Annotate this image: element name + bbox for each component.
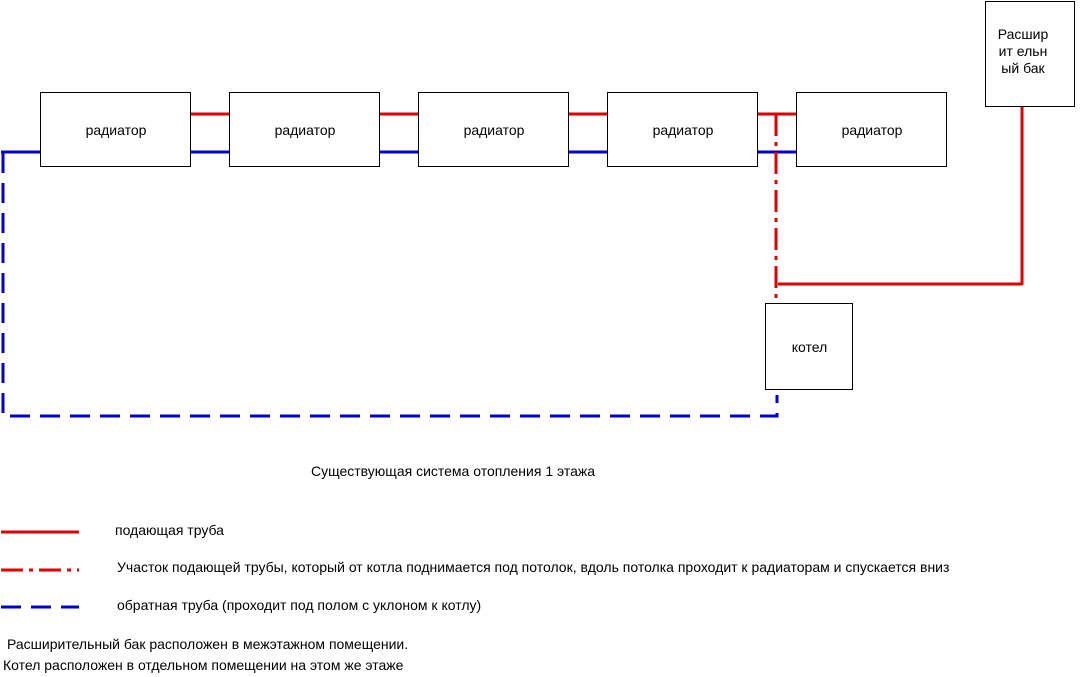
expansion-tank-box (985, 1, 1075, 107)
radiator-label-2: радиатор (274, 121, 336, 138)
radiator-label-5: радиатор (841, 121, 903, 138)
supply-pipes (190, 107, 1024, 286)
radiator-box-4 (607, 92, 758, 167)
diagram-caption: Существующая система отопления 1 этажа (311, 463, 596, 479)
legend-swatches (1, 530, 79, 609)
legend-text-return: обратная труба (проходит под полом с укл… (117, 597, 482, 613)
radiator-label-3: радиатор (463, 121, 525, 138)
boiler-label: котел (791, 338, 828, 355)
legend-text-riser: Участок подающей трубы, который от котла… (117, 559, 950, 575)
radiator-box-1 (40, 92, 191, 167)
radiator-box-2 (229, 92, 380, 167)
radiator-boxes (40, 1, 1075, 390)
note-boiler: Котел расположен в отдельном помещении н… (3, 657, 404, 673)
radiator-box-3 (418, 92, 569, 167)
boiler-box (765, 303, 853, 390)
radiator-label-1: радиатор (85, 121, 147, 138)
note-expansion-tank: Расширительный бак расположен в межэтажн… (7, 636, 409, 652)
return-pipe-underfloor (1, 153, 779, 418)
radiator-box-5 (796, 92, 947, 167)
radiator-label-4: радиатор (652, 121, 714, 138)
expansion-tank-label: Расширит ельный бак (997, 26, 1049, 76)
legend-text-supply: подающая труба (115, 522, 224, 538)
